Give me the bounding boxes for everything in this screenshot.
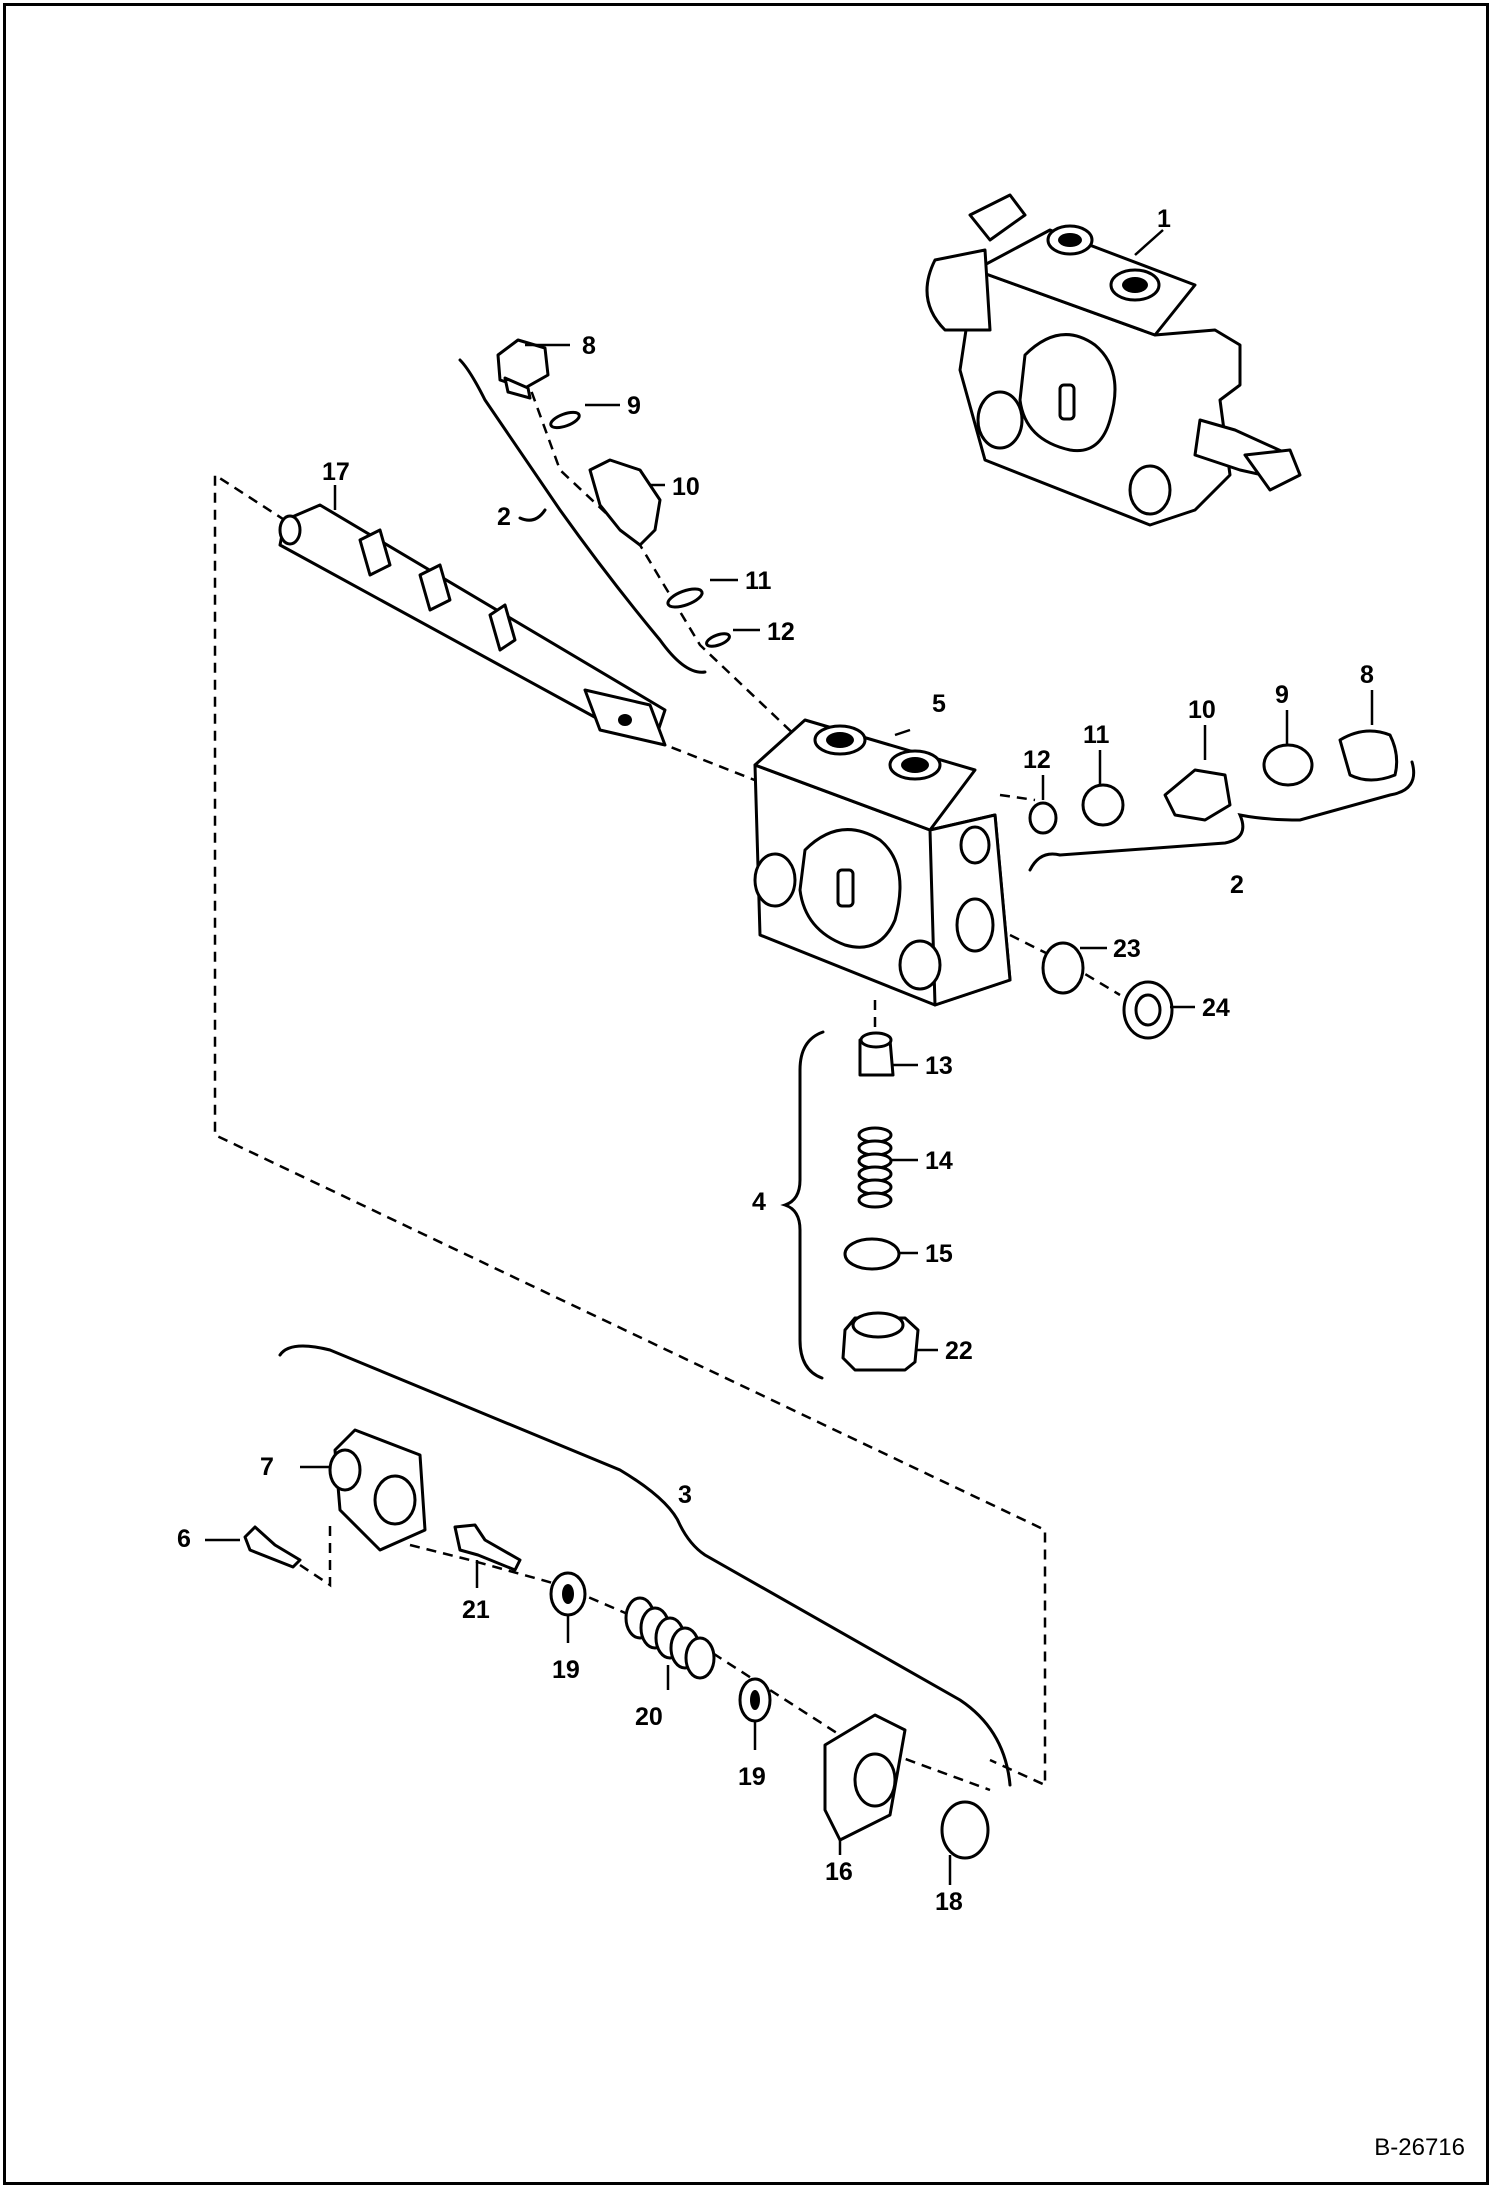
callout-2-upper: 2	[497, 503, 511, 531]
callout-10-right: 10	[1188, 696, 1216, 724]
callout-7: 7	[260, 1453, 274, 1481]
callout-18: 18	[935, 1888, 963, 1916]
callout-23: 23	[1113, 935, 1141, 963]
right-relief-kit-parts	[1028, 729, 1399, 835]
lower-assembly-parts	[243, 1428, 990, 1860]
complete-valve-assembly	[925, 193, 1302, 527]
valve-section	[753, 718, 1012, 1007]
callout-5: 5	[932, 690, 946, 718]
callout-22: 22	[945, 1337, 973, 1365]
callout-9-right: 9	[1275, 681, 1289, 709]
callout-11-right: 11	[1083, 721, 1110, 749]
callout-20: 20	[635, 1703, 663, 1731]
callout-19-left: 19	[552, 1656, 580, 1684]
callout-15: 15	[925, 1240, 953, 1268]
callout-6: 6	[177, 1525, 191, 1553]
callout-11-upper: 11	[745, 567, 772, 595]
callout-2-right: 2	[1230, 871, 1244, 899]
figure-id: B-26716	[1374, 2134, 1465, 2161]
callout-3: 3	[678, 1481, 692, 1509]
callout-17: 17	[322, 458, 350, 486]
check-kit-parts	[841, 1031, 920, 1372]
callout-labels: 1 2 2 3 4 5 6 7 8 8 9 9 10 10 11 11 12 1…	[177, 205, 1374, 1916]
callout-21: 21	[462, 1596, 490, 1624]
callout-9-upper: 9	[627, 392, 641, 420]
callout-12-right: 12	[1023, 746, 1051, 774]
seal-parts	[1041, 941, 1174, 1040]
callout-4: 4	[752, 1188, 766, 1216]
kit-braces	[278, 358, 1416, 1787]
callout-8-right: 8	[1360, 661, 1374, 689]
spool	[278, 503, 667, 747]
leader-lines	[205, 229, 1374, 1885]
callout-8-upper: 8	[582, 332, 596, 360]
callout-14: 14	[925, 1147, 953, 1175]
upper-relief-kit-parts	[496, 338, 731, 648]
callout-10-upper: 10	[672, 473, 700, 501]
callout-12-upper: 12	[767, 618, 795, 646]
callout-24: 24	[1202, 994, 1230, 1022]
callout-13: 13	[925, 1052, 953, 1080]
callout-19-right: 19	[738, 1763, 766, 1791]
callout-16: 16	[825, 1858, 853, 1886]
callout-1: 1	[1157, 205, 1171, 233]
